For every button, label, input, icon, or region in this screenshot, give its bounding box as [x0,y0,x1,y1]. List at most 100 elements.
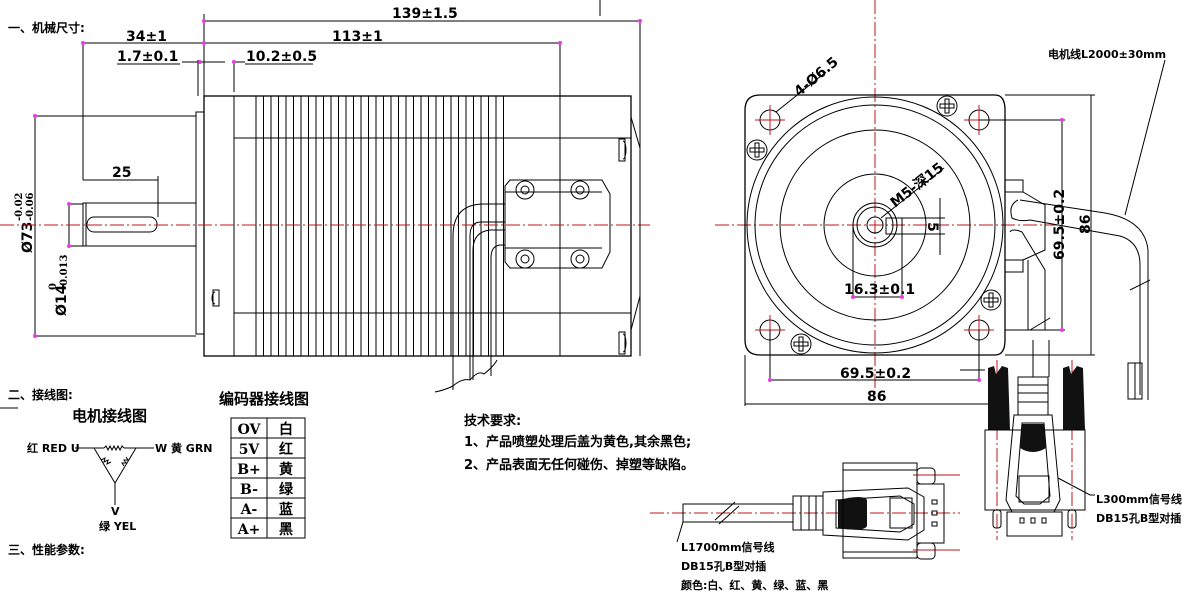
shaft-face [856,206,894,244]
dim-marker [198,60,202,64]
dim-marker [202,19,206,23]
thumbscrew-icon [988,366,1010,430]
tech-requirement-item: 2、产品表面无任何碰伤、掉塑等缺陷。 [464,457,694,473]
motor-body [203,95,632,357]
dim-mount-holes: 4-Ø6.5 [791,54,841,100]
cable-1700-connector: DB15孔B型对插 [681,559,766,573]
cooling-fins [255,96,504,356]
dim-key-length: 25 [112,165,131,181]
dim-marker [1060,118,1064,122]
cable-1700-length: L1700mm信号线 [681,540,775,554]
dim-marker [768,378,772,382]
tol-upper: 0 [48,283,59,290]
motor-wiring-diagram: 电机接线图 红 RED U W 黄 GRN V 绿 YEL [27,407,213,533]
dim-marker [81,41,85,45]
screw-head-icon [618,138,627,162]
section-mechanical: 一、机械尺寸: [8,20,85,35]
front-view: 4-Ø6.5 M5-深15 5 16.3±0.1 69.5±0.2 86 69.… [715,0,1166,406]
leader-line [880,167,945,219]
tol-upper: -0.02 [14,192,25,221]
tapped-hole [866,216,884,234]
encoder-wire-color: 黑 [279,522,293,538]
encoder-wire-color: 绿 [279,481,294,498]
phillips-screw-icon [790,333,812,355]
dim-hole-spacing-h: 69.5±0.2 [840,366,911,382]
dim-marker [977,378,981,382]
screw-head-icon [618,331,627,355]
encoder-wire-color: 黄 [279,461,293,478]
grip-texture [838,497,867,530]
dim-marker [67,244,71,248]
dim-text: M5-深15 [887,159,947,211]
dim-marker [900,295,904,299]
dim-overall-length: 139±1.5 [392,6,458,22]
encoder-wire-color: 红 [279,441,293,458]
boss-ring [754,104,996,346]
phase-v-label: V [111,505,120,518]
encoder-signal: B- [240,482,258,498]
cable-1700-colors: 颜色:白、红、黄、绿、蓝、黑 [681,578,828,592]
dim-text: Ø14 [54,284,70,316]
encoder-wire-color: 蓝 [279,501,293,518]
cable-300-length: L300mm信号线 [1096,492,1182,506]
phase-u-label: 红 RED U [27,441,80,455]
dim-pilot-diameter: Ø73 -0.02 -0.06 [14,192,36,253]
rear-taper [630,116,641,149]
phillips-screw-icon [980,289,1002,311]
dim-marker [851,295,855,299]
dim-marker [558,41,562,45]
dim-marker [638,19,642,23]
cable-300-connector: DB15孔B型对插 [1096,511,1181,525]
motor-wiring-title: 电机接线图 [72,407,147,425]
encoder-signal: OV [238,422,262,438]
resistor-icon [103,444,125,452]
dim-text: Ø73 [20,222,36,253]
tech-requirement-item: 1、产品喷塑处理后盖为黄色,其余黑色; [464,434,691,450]
thumbscrew-icon [1063,366,1085,430]
db15-connector-1700 [650,462,960,560]
dim-key-width: 5 [924,222,940,232]
rear-taper [630,295,641,331]
shaft-key [885,217,903,235]
dim-boss-depth: 10.2±0.5 [246,49,317,65]
encoder-wire-color: 白 [279,421,293,438]
dim-marker [67,202,71,206]
dim-marker [202,41,206,45]
boss-outer [746,96,1004,354]
encoder-wiring-title: 编码器接线图 [219,390,309,408]
dim-marker [232,60,236,64]
screw-head-icon [211,289,220,307]
dim-text: 5 [924,222,940,232]
mount-hole-icon [755,105,785,135]
dim-shaft-length: 34±1 [126,29,167,45]
dim-marker [1060,328,1064,332]
dim-key-offset: 16.3±0.1 [844,282,915,298]
side-connector [434,179,611,393]
flange-outline [744,94,1006,356]
phillips-screw-icon [746,139,768,161]
coil-delta [93,447,137,484]
dim-flange-gap: 1.7±0.1 [117,49,178,65]
side-view: 139±1.5 113±1 34±1 1.7±0.1 10.2±0.5 25 Ø… [0,0,650,393]
tech-requirements-title: 技术要求: [464,413,521,429]
bearing-ring [823,173,927,277]
motor-cable [1004,59,1166,400]
dim-text: 4-Ø6.5 [791,54,841,100]
dim-flange-width: 86 [867,389,886,405]
resistor-icon [100,457,112,465]
dim-marker [33,114,37,118]
dim-tapped-hole: M5-深15 [887,159,947,211]
phillips-screw-icon [936,95,958,117]
tol-lower: -0.06 [25,192,36,221]
resistor-icon [121,456,129,467]
flange-plate [195,111,205,335]
section-wiring: 二、接线图: [8,387,73,402]
encoder-signal: B+ [237,462,261,478]
leader-line [775,71,827,113]
db15-connector-300 [960,340,1095,540]
phase-v-color: 绿 YEL [99,519,136,533]
encoder-signal: A- [240,502,258,518]
